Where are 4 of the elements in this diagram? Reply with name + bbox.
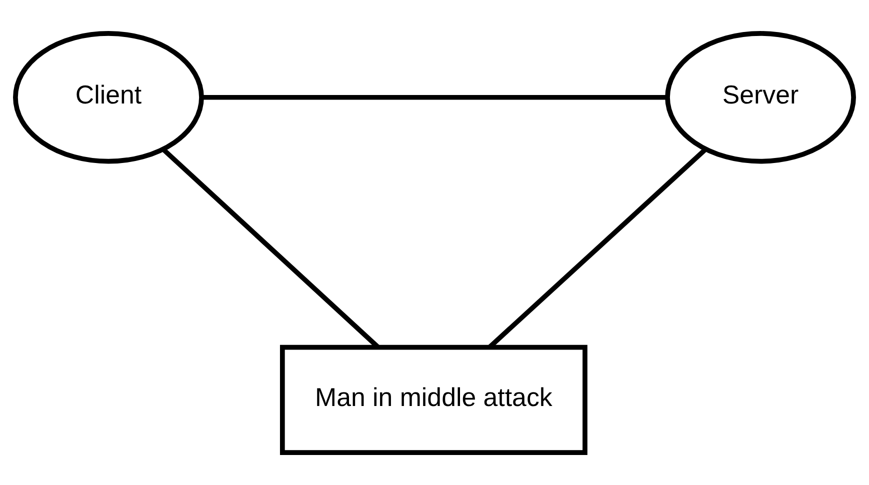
- connector: [202, 94, 668, 100]
- node-ellipse: Client: [13, 30, 204, 164]
- node-box: Man in middle attack: [280, 344, 588, 454]
- node-ellipse: Server: [665, 30, 856, 164]
